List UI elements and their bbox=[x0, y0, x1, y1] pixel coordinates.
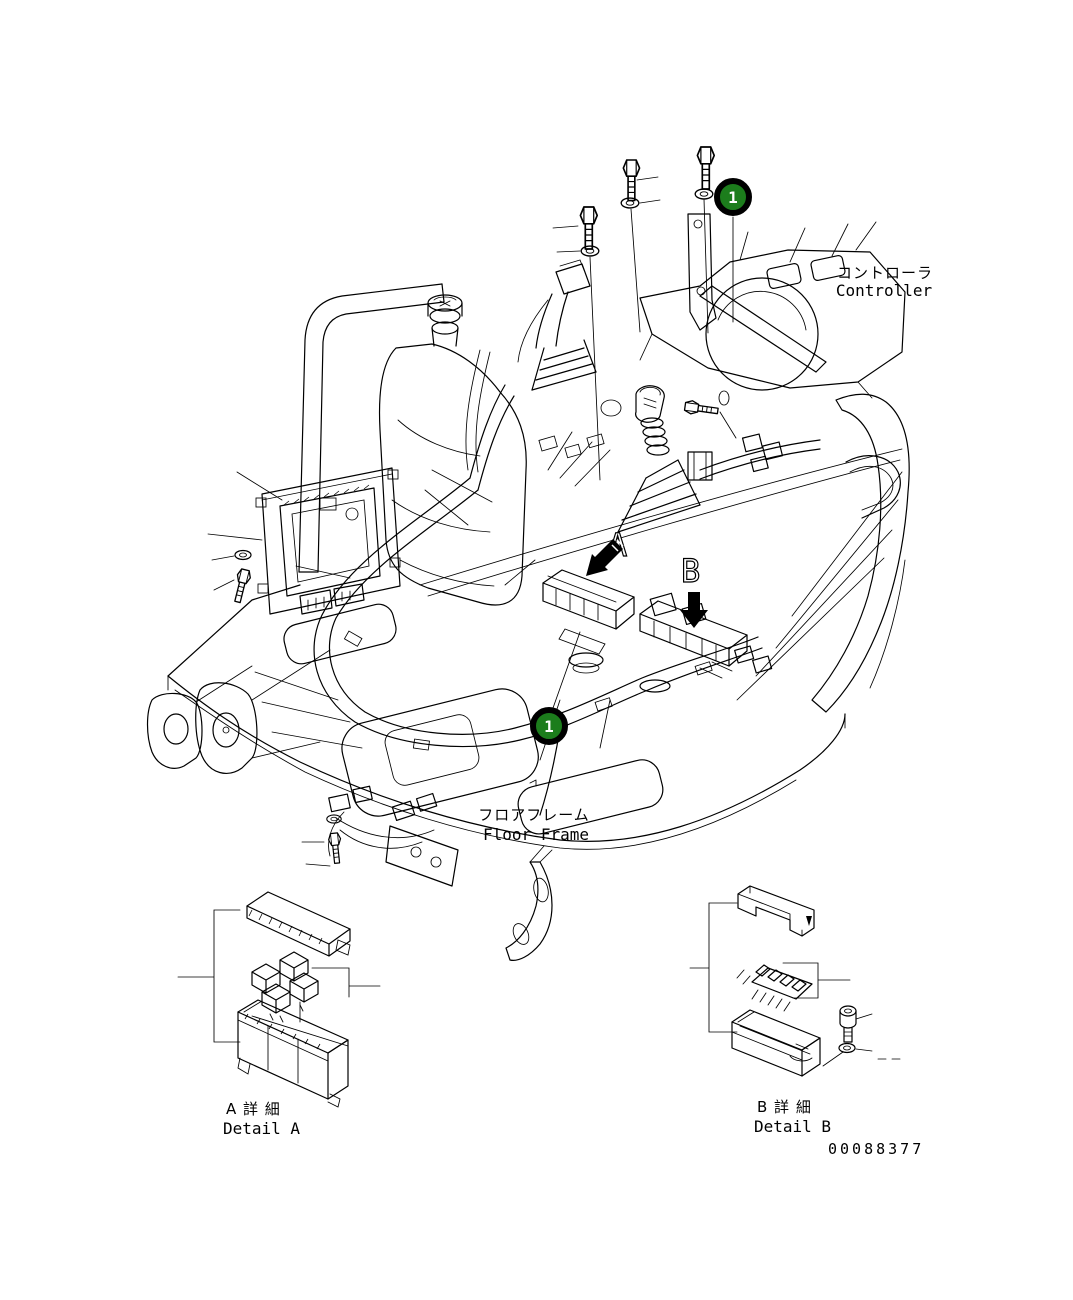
right-console bbox=[687, 393, 910, 713]
section-a-arrow bbox=[586, 539, 624, 576]
controller-mount-hardware bbox=[207, 471, 283, 605]
underfloor-connectors bbox=[326, 785, 459, 887]
left-control-lever bbox=[517, 259, 597, 391]
fuse-box-a bbox=[542, 569, 635, 674]
harness-connectors-right bbox=[683, 390, 784, 473]
handrail bbox=[295, 283, 445, 579]
floor-frame-label-jp: フロアフレーム bbox=[478, 806, 590, 824]
balloon-circle[interactable] bbox=[714, 178, 752, 216]
main-assembly bbox=[146, 146, 910, 961]
controller-unit bbox=[255, 467, 401, 615]
drawing-number: 00088377 bbox=[828, 1140, 924, 1158]
hydraulic-tank bbox=[378, 294, 527, 606]
section-b-marker: B bbox=[680, 551, 708, 628]
controller-label-en: Controller bbox=[836, 281, 933, 300]
leader-lines bbox=[254, 469, 903, 867]
right-control-lever bbox=[617, 385, 701, 533]
balloon-1-center[interactable]: 1 bbox=[530, 631, 581, 745]
pedal-arm bbox=[505, 845, 553, 961]
balloon-number: 1 bbox=[544, 717, 554, 736]
hinge-brackets bbox=[146, 649, 331, 774]
floor-frame-label-en: Floor Frame bbox=[483, 825, 589, 844]
detail-a-cover bbox=[246, 891, 351, 957]
rear-support-bracket bbox=[687, 213, 717, 331]
floor-frame-plate bbox=[167, 448, 903, 850]
section-b-arrow bbox=[680, 592, 708, 628]
detail-b-cover bbox=[737, 885, 815, 937]
detail-b-washer bbox=[822, 1042, 873, 1067]
detail-b-label-en: Detail B bbox=[754, 1117, 831, 1136]
section-b-letter: B bbox=[681, 552, 700, 590]
section-a-marker: A bbox=[586, 525, 628, 576]
balloon-circle[interactable] bbox=[530, 707, 568, 745]
detail-a-label-en: Detail A bbox=[223, 1119, 300, 1138]
controller-label-jp: コントローラ bbox=[837, 264, 933, 282]
detail-a-view: A 詳 細 Detail A bbox=[177, 891, 381, 1138]
balloon-number: 1 bbox=[728, 188, 738, 207]
lever-mount-parts bbox=[504, 399, 622, 586]
rear-platform bbox=[639, 221, 906, 399]
relay-block-b bbox=[639, 592, 773, 693]
detail-b-label-jp: B 詳 細 bbox=[757, 1098, 812, 1116]
detail-b-view: B 詳 細 Detail B bbox=[689, 885, 901, 1136]
detail-a-label-jp: A 詳 細 bbox=[226, 1100, 281, 1118]
mounting-bolts-top bbox=[552, 146, 716, 481]
detail-b-fuse-strip bbox=[736, 962, 851, 1012]
detail-a-base-box bbox=[237, 999, 349, 1108]
detail-b-box bbox=[731, 1009, 821, 1077]
detail-a-relays bbox=[251, 951, 381, 1023]
detail-b-bolt bbox=[839, 1005, 873, 1043]
balloon-1-upper[interactable]: 1 bbox=[714, 178, 752, 323]
